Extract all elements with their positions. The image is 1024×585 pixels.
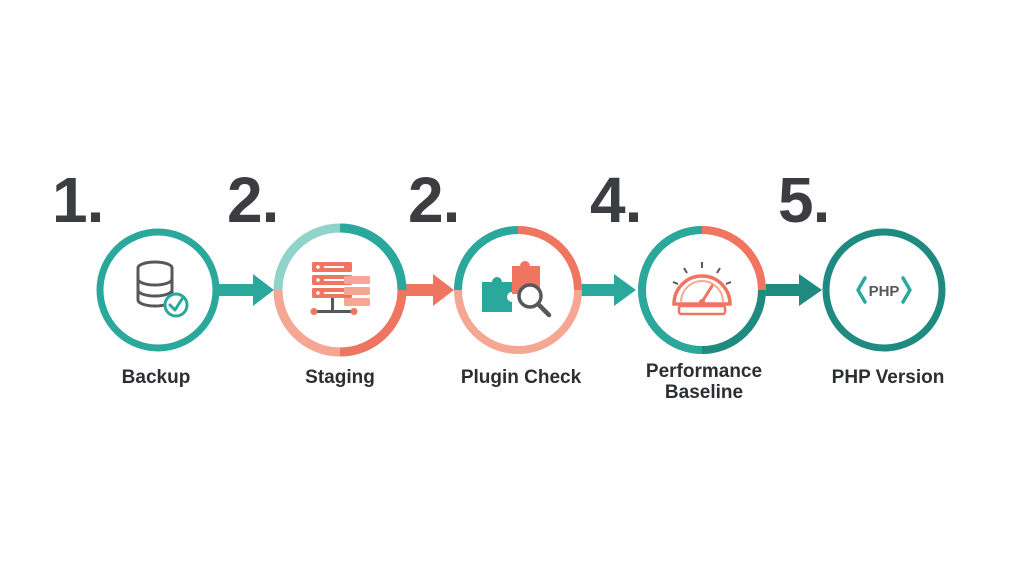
step-label-performance-line2: Baseline <box>664 382 744 403</box>
step-3-circle <box>454 226 582 354</box>
step-number-3: 2. <box>408 164 460 236</box>
step-1-circle <box>96 228 220 352</box>
step-number-4: 4. <box>590 164 642 236</box>
puzzle-magnifier-icon <box>482 261 552 318</box>
arrow-3-to-4 <box>580 274 636 306</box>
step-label-php-version: PHP Version <box>831 367 945 388</box>
arrow-2-to-3 <box>405 274 454 306</box>
speedometer-icon <box>672 262 732 316</box>
step-number-1: 1. <box>52 164 104 236</box>
arrow-4-to-5 <box>765 274 822 306</box>
php-code-icon: PHP <box>856 276 912 304</box>
php-icon-text: PHP <box>869 283 900 300</box>
step-label-backup: Backup <box>121 367 191 388</box>
step-number-5: 5. <box>778 164 830 236</box>
step-4-circle <box>638 226 766 354</box>
step-2-circle <box>273 223 407 357</box>
step-label-performance-line1: Performance <box>645 361 763 382</box>
arrow-1-to-2 <box>217 274 274 306</box>
step-number-2: 2. <box>227 164 279 236</box>
step-5-circle: PHP <box>822 228 946 352</box>
step-label-staging: Staging <box>305 367 375 388</box>
step-label-plugin-check: Plugin Check <box>460 367 582 388</box>
database-check-icon <box>136 260 189 318</box>
step-label-performance-baseline: Performance Baseline <box>624 361 784 403</box>
server-stack-icon <box>310 262 370 315</box>
